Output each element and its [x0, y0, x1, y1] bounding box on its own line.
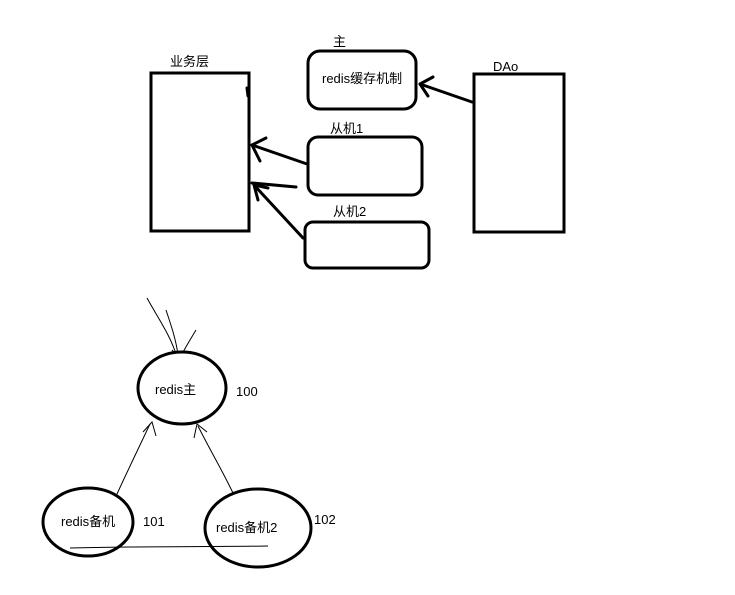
redis-backup1-text: redis备机 — [61, 514, 115, 529]
dao-label: DAo — [493, 59, 518, 74]
arrow-backup1-to-master — [116, 420, 157, 495]
master-label: 主 — [333, 34, 346, 49]
redis-master-id: 100 — [236, 384, 258, 399]
redis-backup2-node — [203, 487, 313, 569]
backup-link-line — [69, 545, 269, 549]
redis-backup2-id: 102 — [314, 512, 336, 527]
redis-backup1-id: 101 — [143, 514, 165, 529]
cache-box-text: redis缓存机制 — [322, 71, 402, 86]
slave1-box — [306, 135, 424, 197]
arrow-dao-to-cache — [418, 75, 474, 104]
master-incoming-strokes — [146, 297, 197, 358]
arrow-backup2-to-master — [193, 423, 234, 494]
redis-backup2-text: redis备机2 — [216, 520, 277, 535]
arrow-slave2-to-business — [252, 183, 305, 240]
arrow-slave1-to-business — [250, 136, 309, 166]
slave2-label: 从机2 — [333, 204, 366, 219]
arrow-slave1-to-business-2 — [250, 181, 298, 189]
business-layer-tick-mark — [245, 86, 250, 98]
slave2-box — [303, 220, 431, 270]
replication-diagram: redis主 100 redis备机 101 redis备机2 102 — [41, 297, 336, 569]
slave1-label: 从机1 — [330, 121, 363, 136]
redis-backup1-node — [41, 486, 135, 558]
cache-box — [306, 49, 418, 111]
business-layer-box — [149, 71, 251, 233]
business-layer-label: 业务层 — [170, 54, 209, 69]
architecture-diagram: 业务层 主 redis缓存机制 从机1 从机2 DAo — [149, 34, 566, 270]
dao-box — [472, 72, 566, 234]
redis-master-node — [136, 350, 228, 426]
redis-master-text: redis主 — [155, 382, 196, 397]
